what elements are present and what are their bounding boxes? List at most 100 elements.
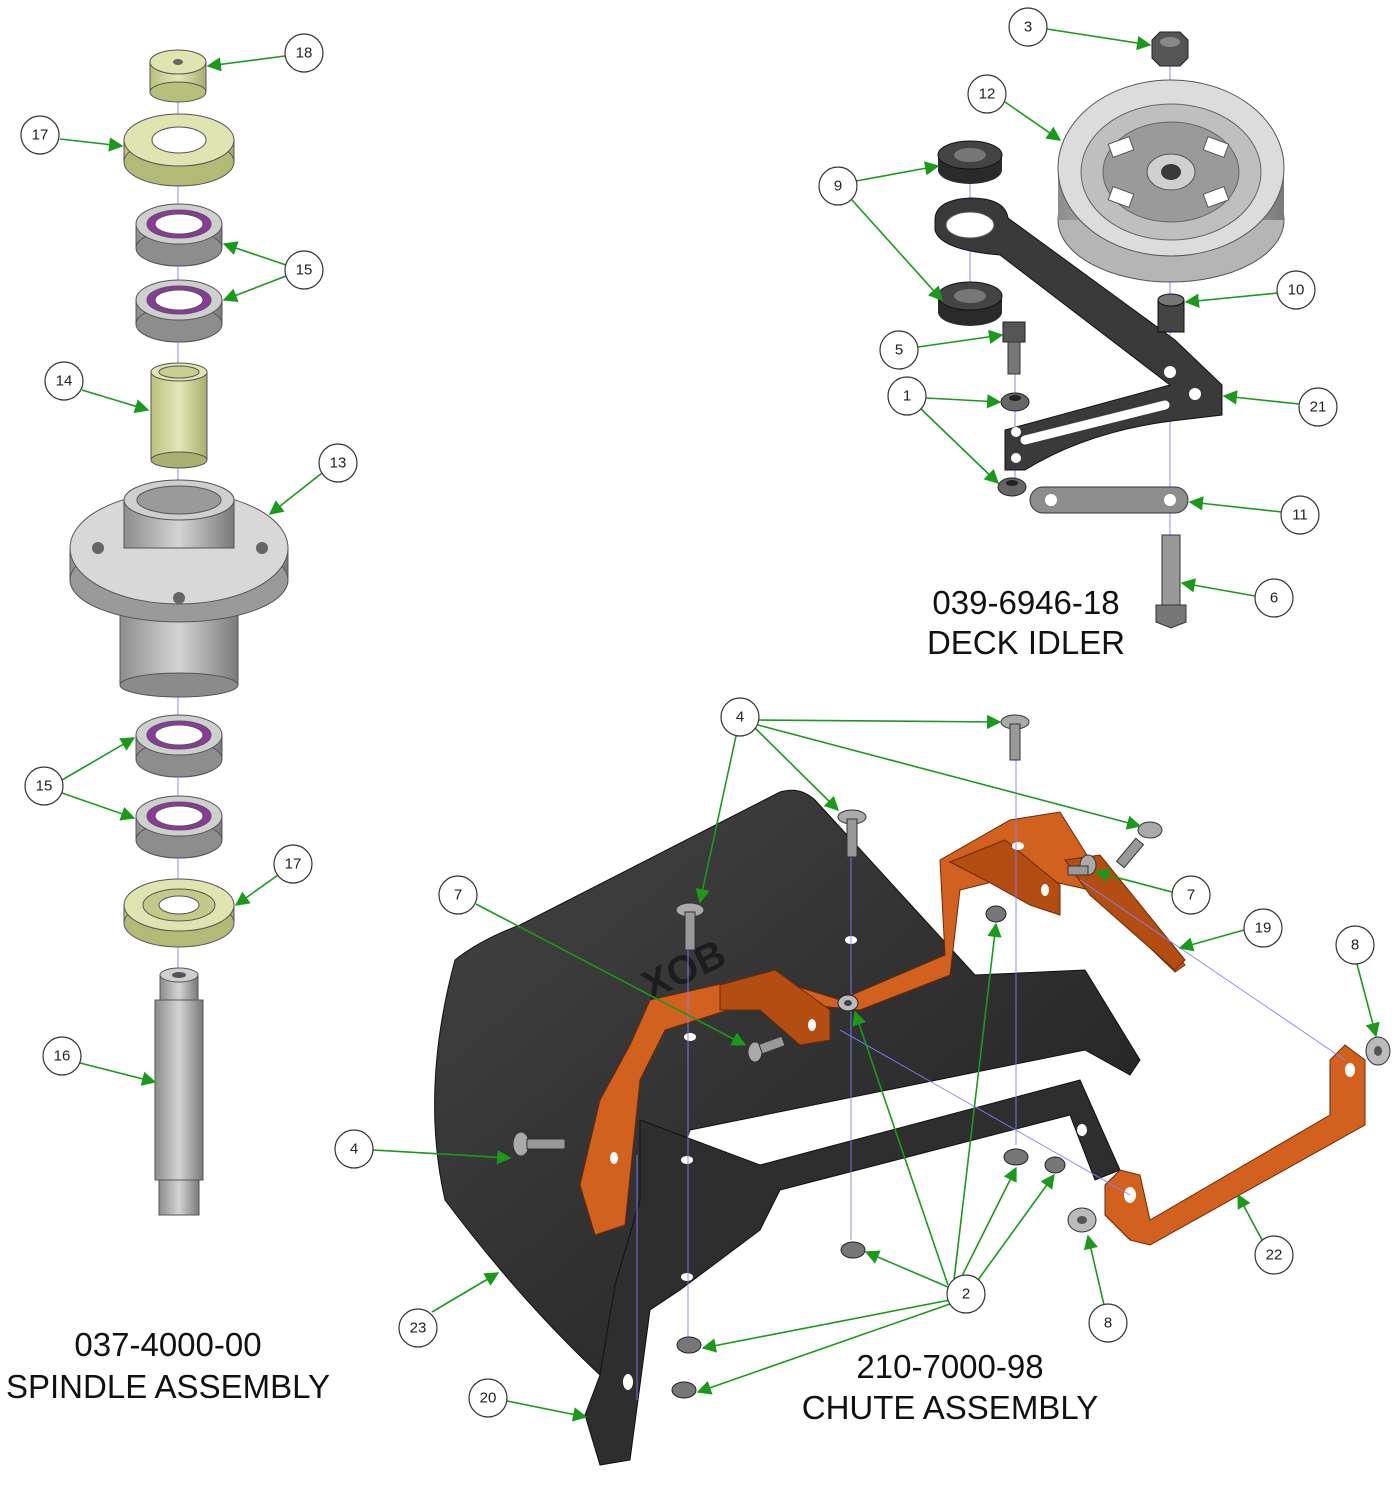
callout-18: 18 [284,33,324,73]
chute-assembly-name: CHUTE ASSEMBLY [802,1389,1098,1426]
part-9-bushing-top [937,140,1003,184]
callout-4-left: 4 [334,1129,374,1169]
leader-lines [59,28,1380,1422]
spindle-assembly [69,49,289,1216]
part-4-bolt-e [512,1131,566,1157]
part-10-spacer [1157,293,1185,333]
part-3-nut [1151,31,1189,67]
spindle-assembly-name: SPINDLE ASSEMBLY [6,1368,330,1405]
callout-9: 9 [818,166,858,206]
callout-3: 3 [1008,7,1048,47]
part-7-bolt-a [747,1035,786,1063]
part-1-nut-upper [1000,392,1030,412]
svg-text:15: 15 [36,778,53,795]
part-4-bolt-d [1115,821,1163,869]
part-15-bearing-1 [135,203,223,267]
callout-11: 11 [1280,495,1320,535]
callout-15-bottom: 15 [24,766,64,806]
chute-assembly: XOB [434,714,1391,1466]
part-14-spacer [150,362,208,469]
idler-assembly-name: DECK IDLER [927,624,1125,661]
part-5-bolt [1002,321,1026,375]
svg-text:20: 20 [480,1390,497,1407]
svg-text:11: 11 [1292,507,1308,524]
part-9-bushing-bottom [937,281,1003,326]
part-8-washers [1067,1036,1391,1233]
svg-text:17: 17 [32,127,49,144]
svg-text:15: 15 [296,262,313,279]
svg-text:23: 23 [410,1320,427,1337]
part-4-bolt-a [1000,714,1030,761]
svg-text:8: 8 [1104,1315,1112,1332]
svg-text:5: 5 [895,342,903,359]
part-19-upper-bracket [579,811,1186,1236]
callout-20: 20 [468,1378,508,1418]
part-21-idler-arm [934,197,1223,471]
svg-text:21: 21 [1310,399,1327,416]
part-15-bearing-2 [135,279,223,343]
callout-21: 21 [1298,387,1338,427]
svg-text:4: 4 [736,709,744,726]
part-1-nut-lower [997,477,1027,497]
svg-text:19: 19 [1255,920,1272,937]
callout-19: 19 [1243,908,1283,948]
part-4-bolt-c [675,902,705,951]
part-17-washer-top [123,113,235,187]
callout-23: 23 [398,1308,438,1348]
callout-4-top: 4 [720,697,760,737]
part-12-pulley [1057,79,1285,283]
svg-text:1: 1 [903,388,911,405]
svg-text:13: 13 [330,455,347,472]
svg-text:14: 14 [56,373,73,390]
svg-text:7: 7 [1187,887,1195,904]
svg-text:7: 7 [454,887,462,904]
part-2-nuts [671,905,1066,1399]
callout-8-bottom: 8 [1088,1303,1128,1343]
part-17-washer-bottom [123,878,235,948]
part-15-bearing-3 [135,714,223,778]
svg-text:10: 10 [1288,282,1305,299]
callout-17-bottom: 17 [273,844,313,884]
svg-text:6: 6 [1270,590,1278,607]
part-7-bolt-b [1067,854,1097,876]
spindle-part-number: 037-4000-00 [74,1326,261,1363]
callout-15-top: 15 [284,250,324,290]
part-20-lower-bracket [584,964,1121,1466]
assembly-titles: 037-4000-00 SPINDLE ASSEMBLY 039-6946-18… [6,584,1125,1426]
callout-7-left: 7 [438,875,478,915]
part-6-bolt [1155,534,1187,629]
svg-text:3: 3 [1024,19,1032,36]
part-15-bearing-4 [135,795,223,859]
part-4-bolt-b [837,809,867,858]
deck-idler-assembly [934,31,1285,629]
svg-text:9: 9 [834,178,842,195]
callout-22: 22 [1254,1235,1294,1275]
svg-text:8: 8 [1351,937,1359,954]
svg-text:17: 17 [285,856,302,873]
svg-text:18: 18 [296,45,313,62]
idler-part-number: 039-6946-18 [932,584,1119,621]
callout-10: 10 [1276,270,1316,310]
callout-7-right: 7 [1171,875,1211,915]
svg-text:22: 22 [1266,1247,1283,1264]
part-16-shaft [154,967,204,1216]
part-11-link-plate [1029,486,1189,514]
callout-bubbles: 18 17 15 14 13 15 17 16 3 12 9 10 5 1 21… [20,7,1375,1418]
callout-6: 6 [1254,578,1294,618]
callout-5: 5 [879,330,919,370]
callout-2: 2 [946,1274,986,1314]
callout-14: 14 [44,361,84,401]
callout-13: 13 [318,443,358,483]
svg-text:12: 12 [979,86,996,103]
chute-part-number: 210-7000-98 [856,1348,1043,1385]
part-18-cap [149,49,207,103]
callout-17-top: 17 [20,115,60,155]
callout-8-right: 8 [1335,925,1375,965]
callout-1: 1 [887,376,927,416]
svg-text:16: 16 [54,1048,71,1065]
part-22-rear-bracket [1104,1044,1366,1246]
part-13-spindle-housing [69,479,289,698]
callout-16: 16 [42,1036,82,1076]
svg-text:4: 4 [350,1141,358,1158]
